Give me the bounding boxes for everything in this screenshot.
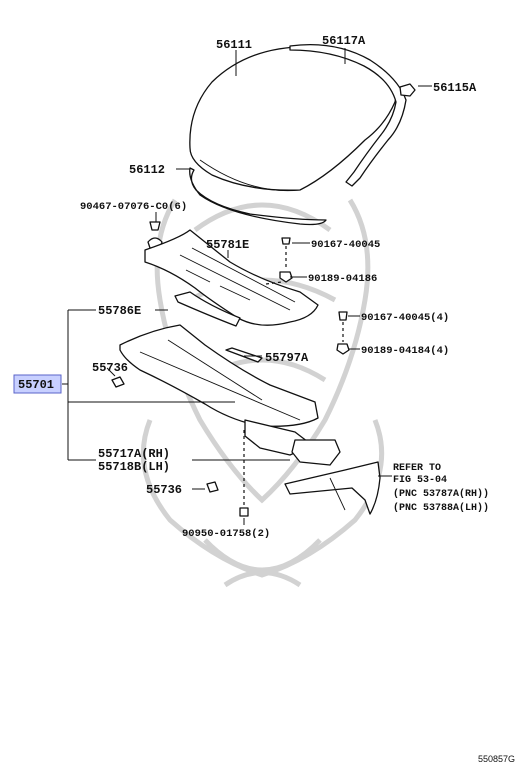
label-56111: 56111 [216,38,252,52]
leader-lines [62,48,432,525]
cowl-panel [119,324,341,466]
pad-55797A [225,347,263,363]
windshield-side-moulding [289,43,407,187]
label-55797A: 55797A [265,351,309,365]
figure-code: 550857G [478,754,515,764]
label-56112: 56112 [129,163,165,177]
reference-note-line3: (PNC 53787A(RH)) [393,488,489,500]
label-90189-04184-qty4: 90189-04184(4) [361,345,449,357]
windshield-lower-moulding [189,167,327,226]
clip-56115A [399,83,416,97]
bracket-55736-lower [206,481,219,493]
label-90189-04186: 90189-04186 [308,273,377,285]
reference-note-line2: FIG 53-04 [393,475,447,486]
label-55736-lower: 55736 [146,483,182,497]
label-56115A: 56115A [433,81,477,95]
label-90950-01758: 90950-01758(2) [182,528,270,540]
label-55736-upper: 55736 [92,361,128,375]
nut-90189-b [336,343,350,355]
label-90167-40045: 90167-40045 [311,239,380,251]
label-55718B-lh: 55718B(LH) [98,460,170,474]
label-55786E: 55786E [98,304,141,318]
bracket-55736-upper [111,376,125,388]
nut-90189-a [279,271,293,283]
cowl-louver [144,229,319,326]
label-55701[interactable]: 55701 [18,378,54,392]
clip-90950 [239,507,249,517]
label-90467-07076-C0: 90467-07076-C0(6) [80,201,187,213]
reference-note-line1: REFER TO [393,463,441,474]
cowl-seal [174,291,241,327]
label-55717A-rh: 55717A(RH) [98,447,170,461]
bolt-90167-b [338,311,348,321]
reference-bracket [284,461,381,515]
label-56117A: 56117A [322,34,366,48]
bolt-90167-a [281,237,291,245]
highlight-box-55701 [13,374,62,394]
label-55781E: 55781E [206,238,249,252]
reference-note-line4: (PNC 53788A(LH)) [393,502,489,514]
label-90167-40045-qty4: 90167-40045(4) [361,312,449,324]
